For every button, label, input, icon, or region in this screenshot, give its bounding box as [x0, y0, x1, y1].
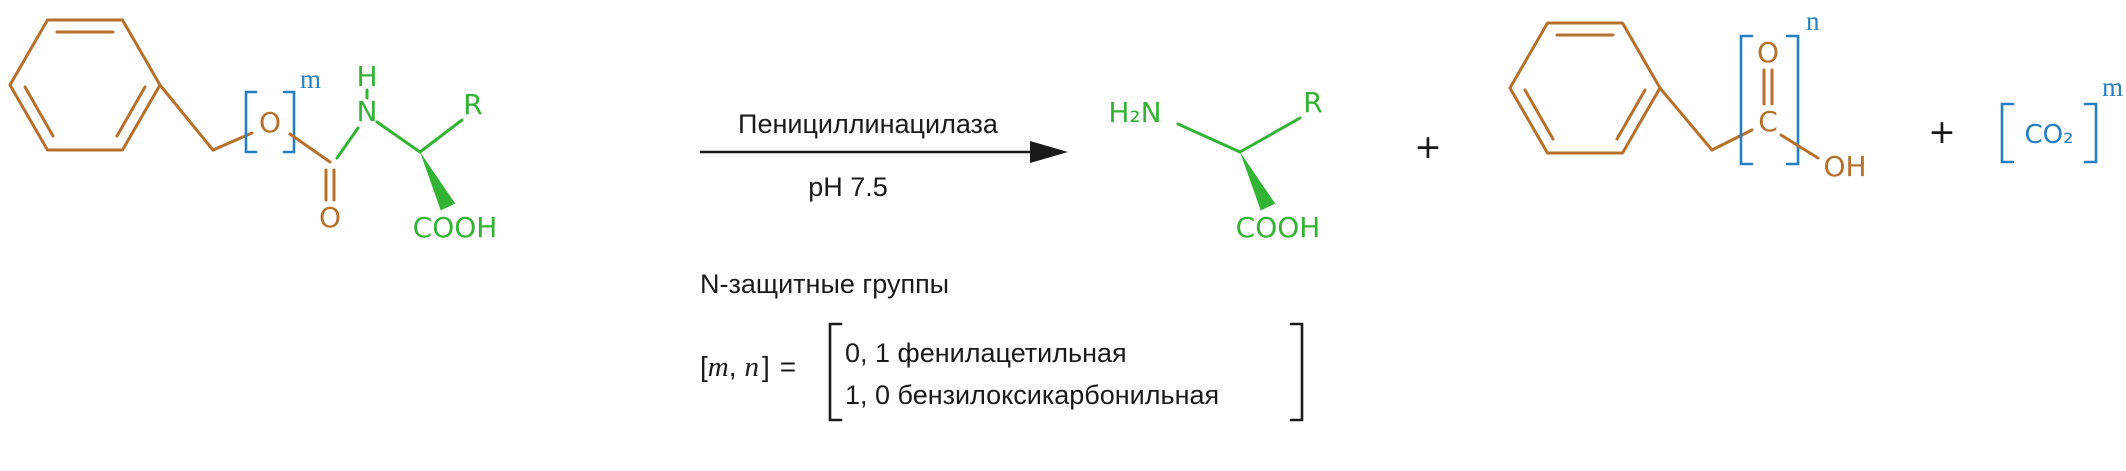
formula-m: m	[708, 351, 729, 383]
m-superscript: m	[300, 64, 321, 94]
formula-open-bracket: [	[700, 351, 708, 382]
bond-alpha-r	[418, 118, 464, 154]
note-option-2: 1, 0 бензилоксикарбонильная	[845, 380, 1219, 410]
m-superscript: m	[2102, 72, 2123, 102]
bond-o-carbonyl	[288, 132, 332, 164]
bond-ring-ch2	[158, 83, 215, 152]
note-right-bracket	[1289, 322, 1304, 422]
right-bracket	[2083, 102, 2098, 164]
right-bracket	[282, 90, 296, 154]
product-acid-structure: n O C OH	[1508, 6, 1867, 183]
enzyme-label: Пенициллинацилаза	[738, 109, 999, 139]
reactant-structure: O m O H N R COOH	[8, 18, 498, 244]
benzene-ring	[1508, 21, 1662, 155]
formula-equals: =	[780, 351, 796, 382]
h2n-label: H₂N	[1108, 96, 1161, 129]
reaction-arrow-head	[1030, 141, 1068, 163]
note-left-bracket	[828, 322, 843, 422]
reaction-arrow-group: Пенициллинацилаза pH 7.5	[700, 109, 1068, 202]
formula-n: n	[745, 351, 760, 383]
cooh-label: COOH	[1236, 211, 1321, 244]
left-bracket	[2000, 102, 2015, 164]
bond-n-alpha	[375, 120, 422, 154]
cooh-label: COOH	[413, 211, 498, 244]
product-amino-acid: H₂N R COOH	[1108, 86, 1322, 244]
ring-double-bond	[23, 85, 55, 138]
condition-label: pH 7.5	[808, 172, 888, 202]
bond-ch2-c	[1710, 128, 1754, 152]
plus-sign: +	[1928, 112, 1956, 151]
bond-alpha-r	[1238, 116, 1302, 154]
wedge-bond	[1240, 152, 1276, 211]
protective-groups-note: N-защитные группы [m, n] = 0, 1 фенилацети…	[700, 269, 1304, 422]
bond-n-alpha	[1176, 122, 1242, 154]
bond-c-oh	[1779, 133, 1820, 160]
note-title: N-защитные группы	[700, 269, 949, 299]
plus-sign: +	[1414, 127, 1442, 166]
benzene-ring	[8, 18, 162, 152]
right-bracket	[1785, 34, 1800, 166]
formula-comma: ,	[729, 351, 737, 382]
r-group-label: R	[1303, 86, 1322, 119]
carbonyl-carbon-label: C	[1758, 105, 1778, 138]
note-option-1: 0, 1 фенилацетильная	[845, 338, 1127, 368]
oh-label: OH	[1823, 150, 1866, 183]
amide-n-label: N	[357, 95, 378, 128]
bond-carbonyl-n	[335, 126, 360, 160]
bond-ring-ch2	[1658, 86, 1714, 152]
r-group-label: R	[463, 88, 482, 121]
ring-double-bond	[1523, 88, 1555, 141]
wedge-bond	[420, 152, 456, 211]
product-co2-group: CO₂ m	[2000, 72, 2123, 164]
ring-double-bond	[115, 85, 147, 138]
left-bracket	[244, 90, 258, 154]
n-superscript: n	[1806, 6, 1820, 36]
left-bracket	[1739, 34, 1754, 166]
ring-double-bond	[1615, 88, 1647, 141]
carbonyl-oxygen-label: O	[319, 201, 341, 234]
amide-h-label: H	[356, 60, 377, 93]
ester-oxygen-label: O	[259, 106, 281, 139]
formula-close-bracket: ]	[762, 351, 770, 382]
carbonyl-oxygen-label: O	[1757, 36, 1779, 69]
note-formula: [m, n] =	[700, 351, 796, 383]
co2-label: CO₂	[2024, 120, 2073, 150]
